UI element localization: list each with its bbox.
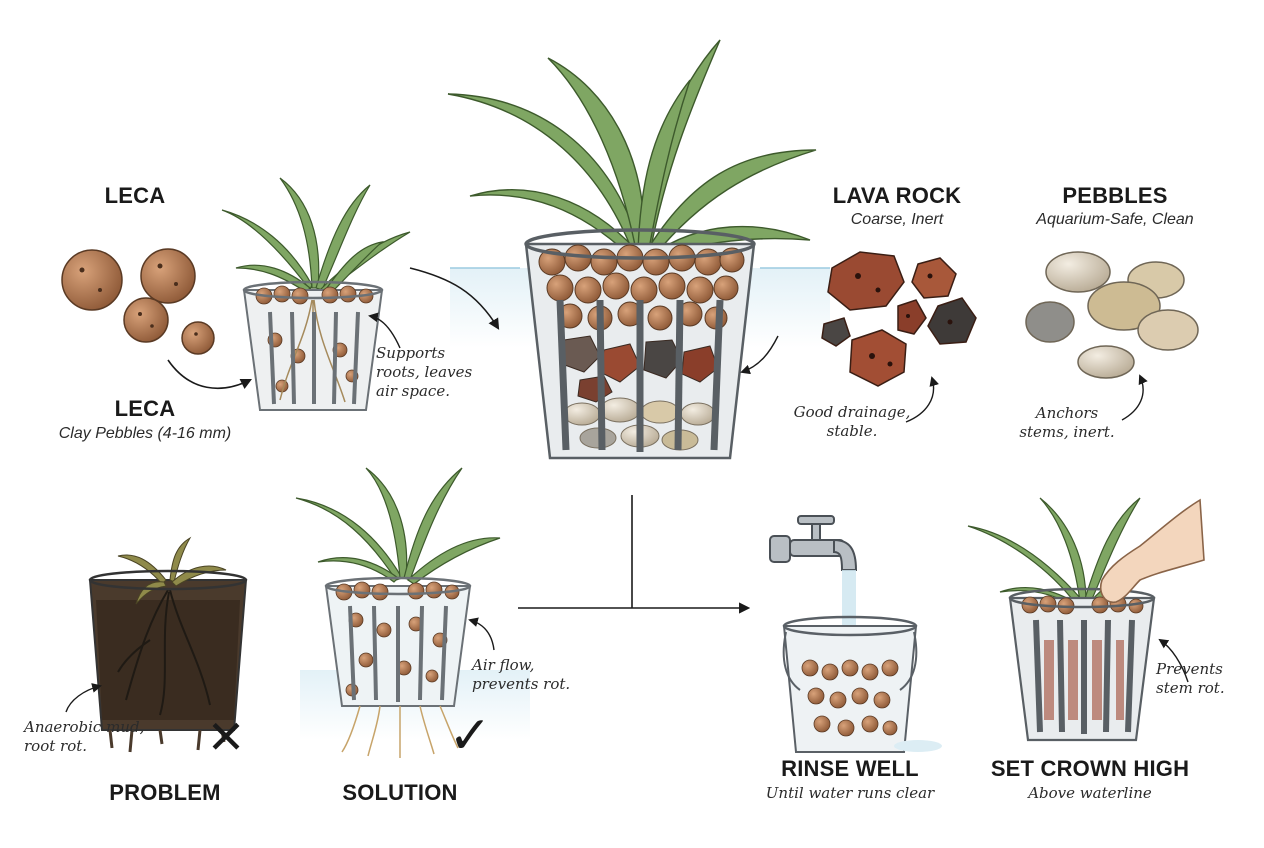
pebbles-note: Anchors stems, inert. bbox=[1019, 404, 1115, 441]
crown-note: Prevents stem rot. bbox=[1156, 660, 1225, 697]
solution-check-mark: ✓ bbox=[448, 706, 492, 766]
problem-x-mark: ✕ bbox=[206, 710, 246, 764]
problem-pot-illustration bbox=[65, 536, 248, 753]
leca-pot-illustration bbox=[221, 177, 411, 411]
lava-rock-subtitle: Coarse, Inert bbox=[850, 211, 944, 228]
pebbles-subtitle: Aquarium-Safe, Clean bbox=[1036, 211, 1194, 228]
solution-note: Air flow, prevents rot. bbox=[472, 656, 571, 693]
solution-pot-illustration bbox=[295, 467, 530, 758]
leca-balls-illustration bbox=[61, 248, 253, 390]
leca-top-title: LECA bbox=[104, 183, 166, 208]
rinse-subtitle: Until water runs clear bbox=[765, 784, 935, 802]
rinse-bucket-illustration bbox=[769, 515, 942, 753]
flow-connector bbox=[518, 495, 751, 614]
lava-rock-illustration bbox=[821, 251, 977, 423]
lava-rock-note: Good drainage, stable. bbox=[793, 403, 911, 440]
leca-pot-note: Supports roots, leaves air space. bbox=[376, 344, 473, 400]
rinse-title: RINSE WELL bbox=[781, 756, 919, 781]
lava-rock-title: LAVA ROCK bbox=[832, 183, 962, 208]
crown-title: SET CROWN HIGH bbox=[990, 756, 1190, 781]
crown-pot-illustration bbox=[967, 497, 1205, 742]
solution-title: SOLUTION bbox=[342, 780, 458, 805]
crown-subtitle: Above waterline bbox=[1028, 784, 1152, 802]
leca-subtitle: Clay Pebbles (4-16 mm) bbox=[58, 425, 232, 442]
problem-note: Anaerobic mud, root rot. bbox=[24, 718, 145, 755]
central-pot-illustration bbox=[409, 39, 830, 460]
problem-title: PROBLEM bbox=[109, 780, 221, 805]
leca-title: LECA bbox=[114, 396, 176, 421]
pebbles-illustration bbox=[1025, 251, 1199, 421]
pebbles-title: PEBBLES bbox=[1062, 183, 1168, 208]
